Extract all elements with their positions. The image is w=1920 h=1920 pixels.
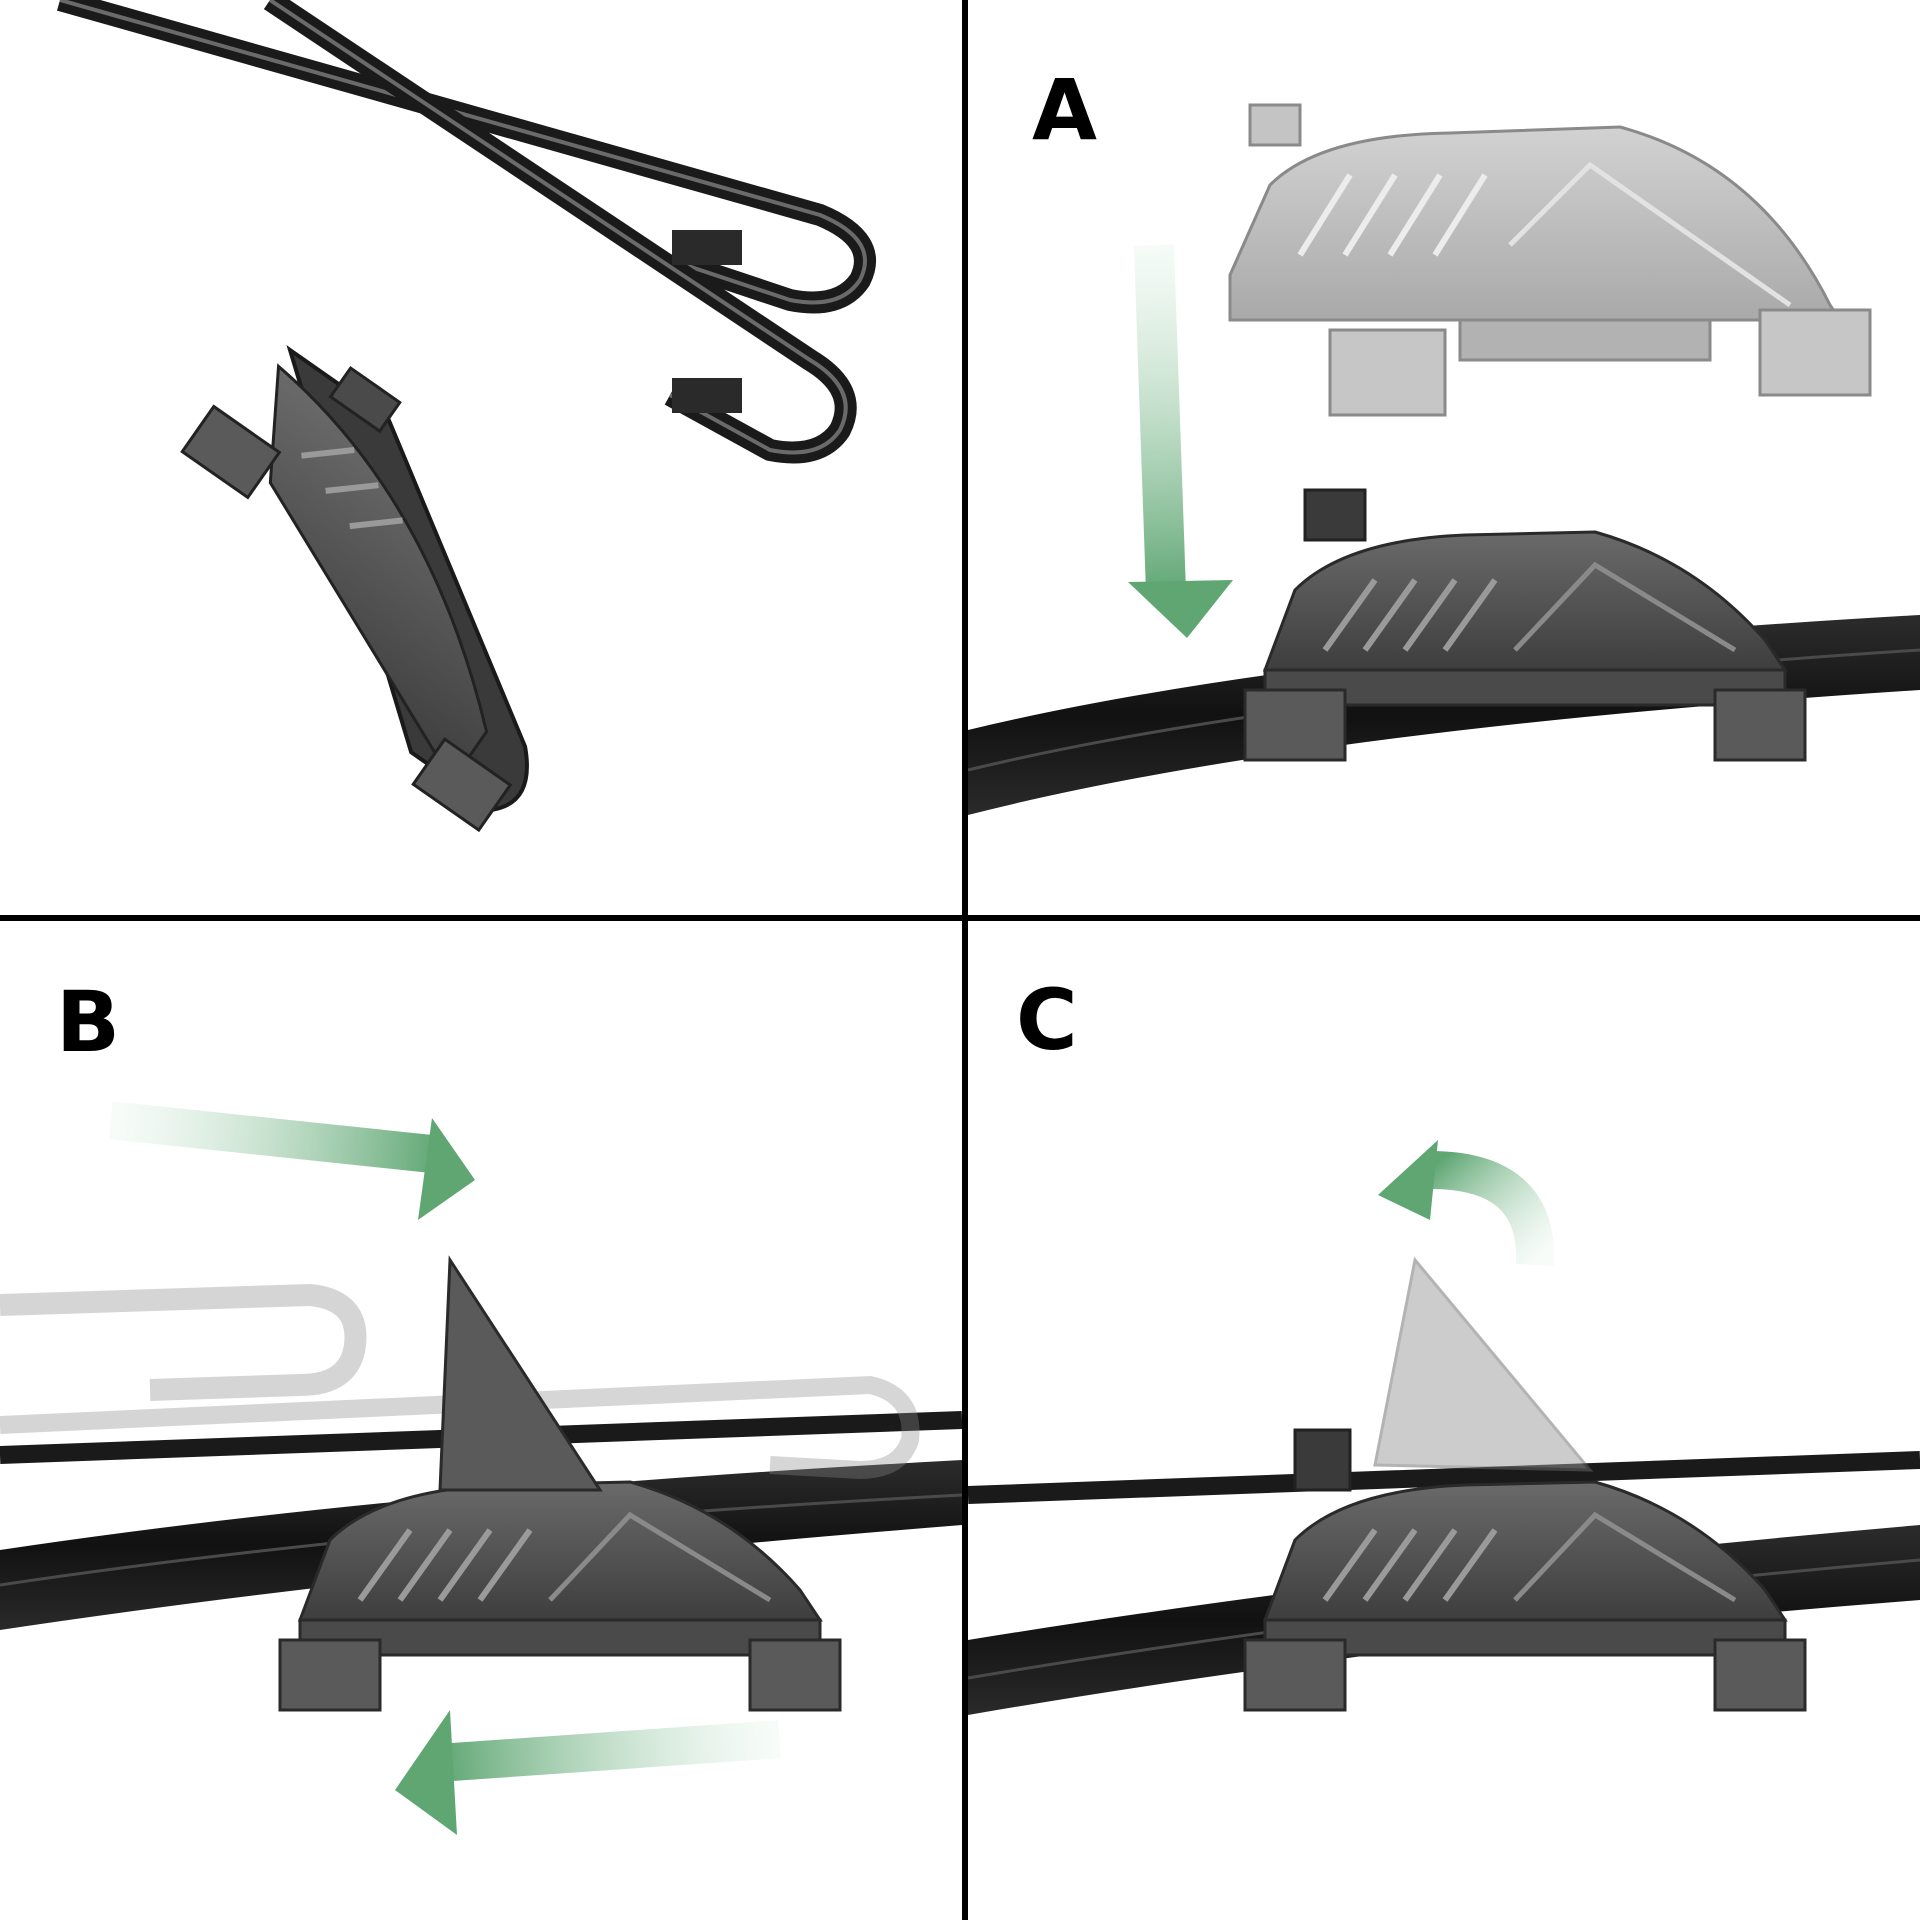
arrow-shaft-b-left (439, 1720, 781, 1782)
adapter-b (280, 1255, 840, 1710)
arrow-head-c (1378, 1140, 1438, 1220)
step-label-a: A (1032, 61, 1098, 159)
adapter-dark-a (1245, 488, 1805, 760)
adapter-c (1245, 1256, 1805, 1710)
adapter-part (180, 345, 529, 833)
arrow-shaft-b-right (108, 1101, 441, 1174)
arrow-arc-c (1429, 1151, 1555, 1266)
horizontal-divider (0, 915, 1920, 921)
arrow-shaft-a (1133, 244, 1187, 596)
vertical-divider (962, 0, 968, 1920)
wiper-arm-ghost-b (0, 1283, 920, 1480)
adapter-light-a (1228, 103, 1872, 417)
arrow-head-b-left (395, 1710, 457, 1835)
arrow-head-b-right (418, 1118, 475, 1220)
arrow-head-a (1128, 580, 1233, 638)
step-label-b: B (56, 973, 121, 1071)
wiper-arm-hook (57, 0, 876, 464)
step-label-c: C (1016, 971, 1078, 1069)
